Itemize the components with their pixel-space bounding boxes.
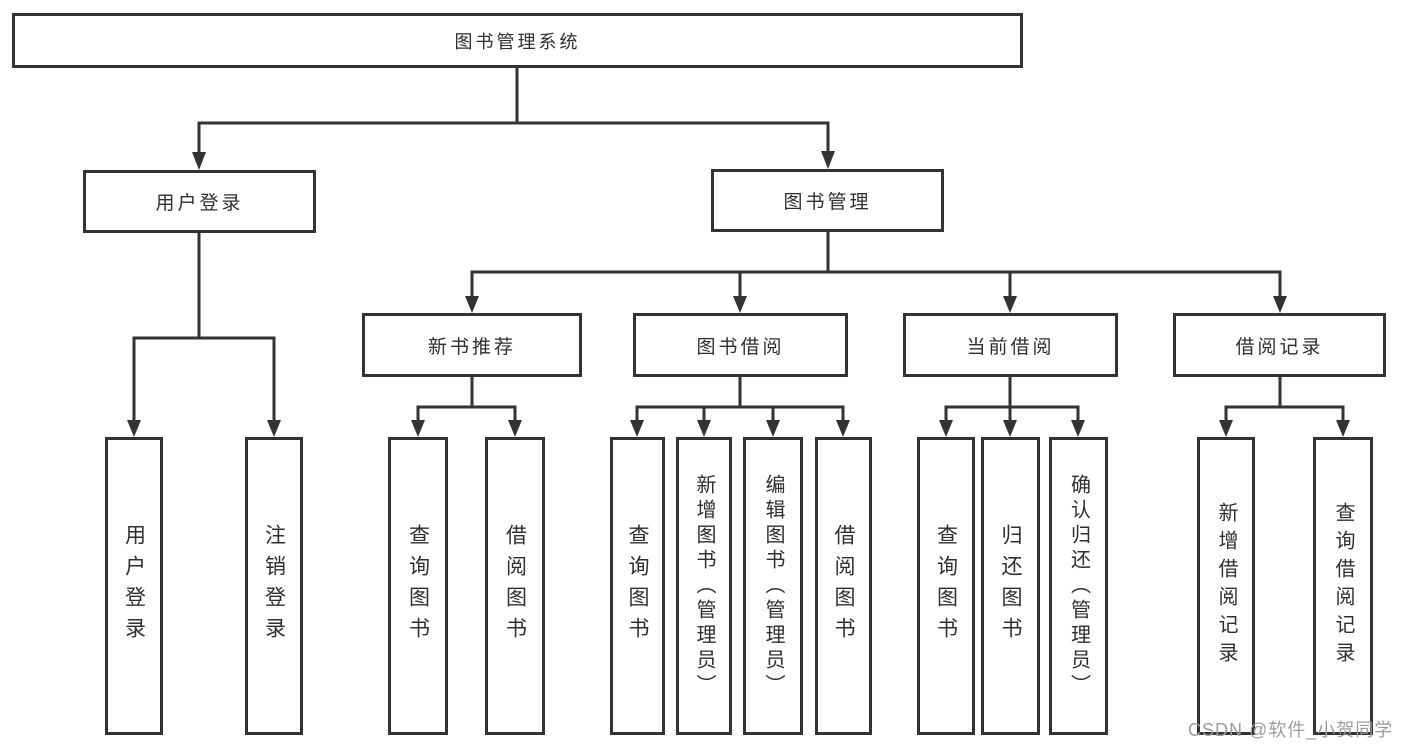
arrow-record-add [1219, 420, 1233, 437]
leaf-borrow-query-books-label: 查询图书 [626, 524, 649, 648]
leaf-record-add: 新增借阅记录 [1197, 437, 1255, 735]
connector-borrow-branch [635, 377, 845, 422]
connector-root-branch [197, 68, 830, 154]
leaf-current-return-books-label: 归还图书 [999, 524, 1022, 648]
leaf-borrow-edit-books-admin-label: 编辑图书（管理员） [762, 473, 784, 699]
node-user-login: 用户登录 [83, 170, 316, 233]
arrow-to-leaf-logout [267, 420, 281, 437]
leaf-borrow-borrow-books: 借阅图书 [815, 437, 872, 735]
leaf-record-query-label: 查询借阅记录 [1332, 502, 1354, 670]
arrow-to-borrow-record [1273, 296, 1287, 313]
connector-current-branch [944, 377, 1080, 422]
connector-newbook-branch [416, 377, 517, 422]
arrow-newbook-query [411, 420, 425, 437]
arrow-to-leaf-user-login [127, 420, 141, 437]
arrow-borrow-query [630, 420, 644, 437]
leaf-current-confirm-return-admin-label: 确认归还（管理员） [1067, 473, 1090, 699]
leaf-borrow-edit-books-admin: 编辑图书（管理员） [743, 437, 803, 735]
connector-bookmgmt-branch [470, 232, 1282, 298]
arrow-to-current-borrow [1003, 296, 1017, 313]
arrow-to-new-book-rec [465, 296, 479, 313]
leaf-current-confirm-return-admin: 确认归还（管理员） [1049, 437, 1108, 735]
arrow-to-user-login [192, 152, 206, 170]
arrow-current-confirm [1071, 420, 1085, 437]
arrow-borrow-edit [766, 420, 780, 437]
leaf-logout: 注销登录 [245, 437, 303, 735]
leaf-borrow-add-books-admin: 新增图书（管理员） [676, 437, 732, 735]
arrow-newbook-borrow [508, 420, 522, 437]
node-current-borrow: 当前借阅 [903, 313, 1118, 377]
leaf-newbook-borrow-books-label: 借阅图书 [503, 524, 527, 648]
leaf-logout-label: 注销登录 [262, 524, 286, 648]
connector-user-branch [132, 233, 276, 422]
arrowheads [127, 151, 1350, 437]
leaf-current-query-books: 查询图书 [917, 437, 975, 735]
leaf-borrow-borrow-books-label: 借阅图书 [832, 524, 855, 648]
leaf-newbook-borrow-books: 借阅图书 [485, 437, 545, 735]
arrow-borrow-borrow [836, 420, 850, 437]
leaf-borrow-add-books-admin-label: 新增图书（管理员） [693, 473, 715, 699]
leaf-newbook-query-books-label: 查询图书 [406, 524, 430, 648]
node-book-management: 图书管理 [711, 169, 944, 232]
arrow-to-book-borrow [733, 296, 747, 313]
node-new-book-recommend: 新书推荐 [362, 313, 582, 377]
node-root-library-system: 图书管理系统 [12, 13, 1023, 68]
node-borrow-record: 借阅记录 [1173, 313, 1386, 377]
connector-record-branch [1224, 377, 1345, 422]
arrow-to-book-mgmt [821, 151, 835, 169]
arrow-record-query [1336, 420, 1350, 437]
leaf-record-query: 查询借阅记录 [1313, 437, 1373, 735]
csdn-watermark: CSDN @软件_小贺同学 [1188, 720, 1394, 740]
leaf-user-login: 用户登录 [105, 437, 163, 735]
arrow-current-query [939, 420, 953, 437]
leaf-borrow-query-books: 查询图书 [610, 437, 665, 735]
leaf-user-login-label: 用户登录 [122, 524, 146, 648]
leaf-newbook-query-books: 查询图书 [388, 437, 448, 735]
leaf-current-return-books: 归还图书 [981, 437, 1040, 735]
leaf-current-query-books-label: 查询图书 [934, 524, 958, 648]
arrow-borrow-add [697, 420, 711, 437]
arrow-current-return [1003, 420, 1017, 437]
node-book-borrow: 图书借阅 [633, 313, 848, 377]
leaf-record-add-label: 新增借阅记录 [1215, 502, 1237, 670]
